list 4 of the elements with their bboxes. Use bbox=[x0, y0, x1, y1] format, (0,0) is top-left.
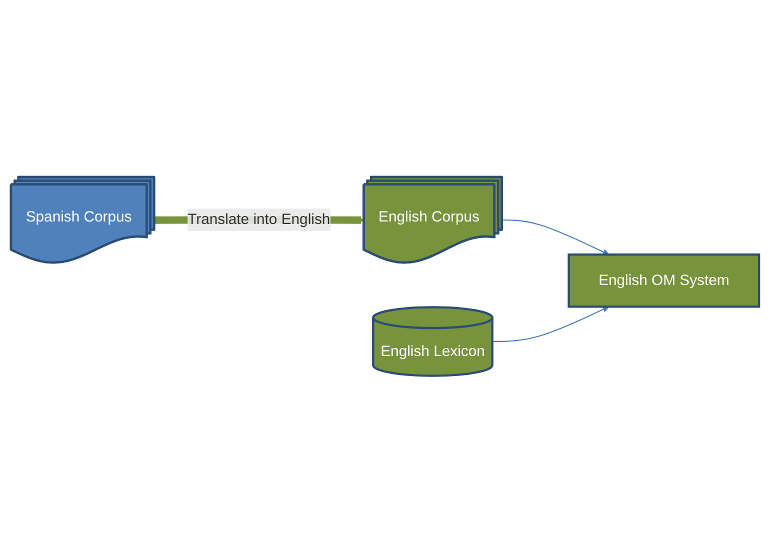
edge-label: Translate into English bbox=[188, 212, 330, 228]
node-box: English OM System bbox=[568, 254, 760, 308]
arrow bbox=[502, 220, 610, 256]
arrow bbox=[492, 306, 610, 342]
